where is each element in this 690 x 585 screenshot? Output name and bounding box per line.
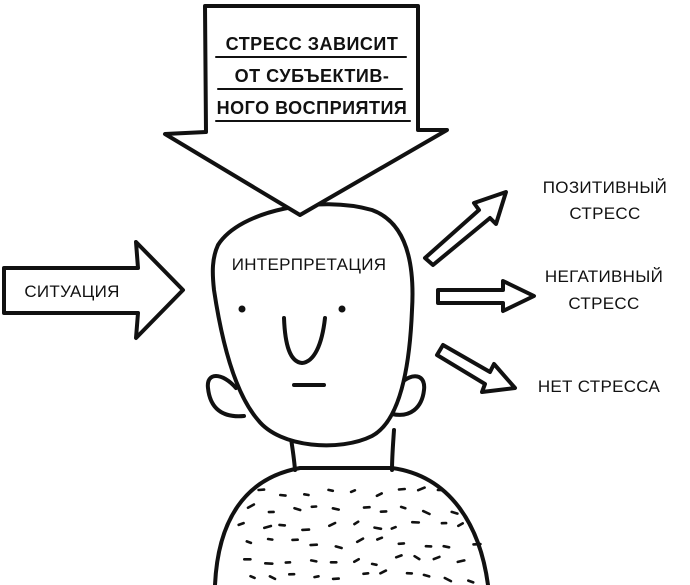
shirt-outline (213, 466, 490, 585)
shirt-dot (278, 523, 287, 527)
negative-arrow-shape (436, 279, 536, 313)
shirt-dot (370, 562, 378, 567)
positive-stress-label: ПОЗИТИВНЫЙ СТРЕСС (543, 178, 667, 223)
top-arrow-shape (163, 4, 449, 217)
shirt-dot (394, 554, 403, 559)
shirt-dot (302, 492, 310, 497)
nose-mouth (282, 316, 327, 365)
situation-label: СИТУАЦИЯ (24, 282, 119, 301)
negative-stress-label: НЕГАТИВНЫЙ СТРЕСС (545, 267, 663, 313)
shirt-dot (416, 486, 426, 492)
shirt-dot (249, 574, 256, 580)
interpretation-label: ИНТЕРПРЕТАЦИЯ (232, 255, 387, 274)
face (238, 305, 346, 387)
shirt-dot (443, 576, 453, 583)
head-outline (210, 202, 415, 448)
top-arrow-line-1: СТРЕСС ЗАВИСИТ (226, 34, 399, 54)
no-stress-line-1: НЕТ СТРЕССА (538, 377, 661, 396)
shirt-dot (466, 579, 475, 584)
shirt-dot (362, 571, 370, 576)
shirt-dot (352, 557, 361, 564)
shirt-texture (237, 486, 482, 584)
shirt-dot (379, 569, 388, 575)
shirt-dot (353, 520, 360, 526)
shirt-dot (334, 545, 343, 550)
shirt-dot (456, 522, 465, 528)
left-ear (205, 374, 246, 419)
shirt-dot (313, 574, 320, 579)
shirt-dot (246, 503, 256, 510)
top-arrow-line-3: НОГО ВОСПРИЯТИЯ (217, 98, 408, 118)
top-arrow: СТРЕСС ЗАВИСИТ ОТ СУБЪЕКТИВ- НОГО ВОСПРИ… (163, 4, 449, 217)
shirt-dot (390, 525, 397, 530)
right-eye (338, 305, 346, 313)
shirt-dot (399, 505, 407, 510)
shirt-dot (413, 554, 421, 561)
shirt-dot (266, 537, 274, 541)
shirt-dot (349, 488, 357, 494)
shirt-dot (442, 544, 451, 549)
shirt-dot (375, 536, 384, 541)
shirt-dot (237, 521, 245, 527)
no-stress-arrow (435, 343, 517, 394)
shirt-dot (309, 559, 318, 563)
situation-arrow-shape (2, 240, 185, 340)
situation-arrow: СИТУАЦИЯ (2, 240, 185, 340)
negative-stress-line-2: СТРЕСС (568, 294, 639, 313)
no-stress-arrow-shape (435, 343, 517, 394)
positive-arrow-shape (423, 190, 508, 267)
shirt-dot (278, 493, 287, 497)
shirt-dot (456, 559, 466, 564)
top-arrow-line-2: ОТ СУБЪЕКТИВ- (235, 66, 390, 86)
no-stress-label: НЕТ СТРЕССА (538, 377, 661, 396)
left-eye (238, 305, 246, 313)
person-figure (205, 202, 490, 585)
shirt-dot (397, 487, 407, 491)
shirt-dot (245, 540, 253, 545)
shirt-dot (327, 521, 337, 528)
positive-stress-line-1: ПОЗИТИВНЫЙ (543, 178, 667, 197)
shirt-dot (355, 537, 365, 544)
negative-arrow (436, 279, 536, 313)
shirt-dot (327, 488, 335, 493)
shirt-dot (268, 574, 277, 581)
shirt-dot (421, 509, 431, 516)
shirt-dot (375, 492, 384, 498)
shirt-dot (262, 524, 273, 530)
shirt-dot (293, 506, 302, 512)
shirt-dot (422, 573, 431, 578)
shirt-dot (450, 510, 459, 515)
shirt-dot (432, 555, 441, 561)
shirt-dot (373, 526, 383, 531)
shirt-dot (331, 506, 341, 511)
negative-stress-line-1: НЕГАТИВНЫЙ (545, 267, 663, 286)
positive-arrow (423, 190, 508, 267)
positive-stress-line-2: СТРЕСС (569, 204, 640, 223)
